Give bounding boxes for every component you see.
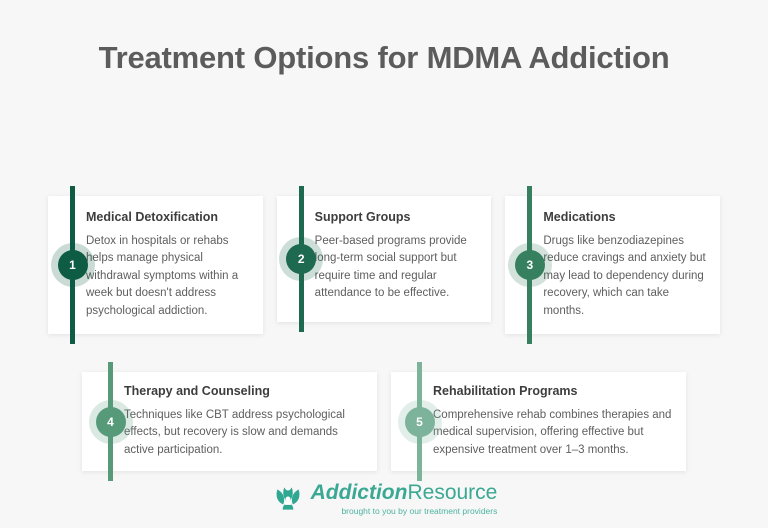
logo-text-block: AddictionResource brought to you by our …: [310, 480, 498, 516]
card-3-description: Drugs like benzodiazepines reduce cravin…: [543, 234, 706, 317]
card-2-step-number: 2: [286, 244, 317, 274]
card-3: 3 Medications Drugs like benzodiazepines…: [505, 186, 721, 344]
card-2-accent-bar: [298, 186, 304, 332]
card-4-accent-bar: [108, 362, 113, 482]
leaf-person-icon: [271, 482, 305, 516]
card-4-body-box: 4 Therapy and Counseling Techniques like…: [82, 362, 377, 482]
card-1: 1 Medical Detoxification Detox in hospit…: [48, 186, 263, 344]
card-4-description: Techniques like CBT address psychologica…: [124, 408, 345, 456]
card-1-marker: 1: [50, 186, 95, 344]
card-1-step-number: 1: [57, 249, 88, 280]
card-3-accent-bar: [527, 186, 533, 344]
card-2-body-box: 2 Support Groups Peer-based programs pro…: [276, 186, 492, 332]
logo-word-addiction: Addiction: [310, 480, 408, 504]
card-4-step-number: 4: [95, 406, 126, 437]
card-4-title: Therapy and Counseling: [124, 384, 270, 398]
card-2-description: Peer-based programs provide long-term so…: [314, 234, 467, 300]
card-5-title: Rehabilitation Programs: [433, 384, 578, 398]
card-5-description: Comprehensive rehab combines therapies a…: [433, 408, 672, 456]
card-3-step-number: 3: [514, 249, 545, 280]
card-3-body-box: 3 Medications Drugs like benzodiazepines…: [505, 186, 721, 344]
card-2: 2 Support Groups Peer-based programs pro…: [276, 186, 492, 332]
logo-tagline: brought to you by our treatment provider…: [341, 505, 498, 516]
logo-word-resource: Resource: [407, 480, 498, 504]
card-3-marker: 3: [507, 186, 552, 344]
card-1-title: Medical Detoxification: [86, 210, 218, 224]
card-4: 4 Therapy and Counseling Techniques like…: [82, 362, 377, 482]
card-2-marker: 2: [279, 186, 324, 332]
card-4-marker: 4: [88, 362, 133, 482]
card-row-1: 1 Medical Detoxification Detox in hospit…: [0, 186, 768, 344]
card-2-title: Support Groups: [314, 210, 411, 224]
card-3-title: Medications: [543, 210, 616, 224]
card-1-body-box: 1 Medical Detoxification Detox in hospit…: [48, 186, 263, 344]
card-5-marker: 5: [397, 362, 442, 482]
card-5: 5 Rehabilitation Programs Comprehensive …: [391, 362, 686, 482]
card-1-accent-bar: [70, 186, 75, 344]
footer-logo: AddictionResource brought to you by our …: [0, 480, 768, 516]
logo-wordmark: AddictionResource: [310, 480, 498, 504]
card-5-accent-bar: [417, 362, 422, 482]
card-5-body-box: 5 Rehabilitation Programs Comprehensive …: [391, 362, 686, 482]
page-title: Treatment Options for MDMA Addiction: [98, 40, 670, 75]
card-5-step-number: 5: [404, 406, 435, 437]
card-1-description: Detox in hospitals or rehabs helps manag…: [86, 234, 239, 317]
card-row-2: 4 Therapy and Counseling Techniques like…: [0, 362, 768, 482]
